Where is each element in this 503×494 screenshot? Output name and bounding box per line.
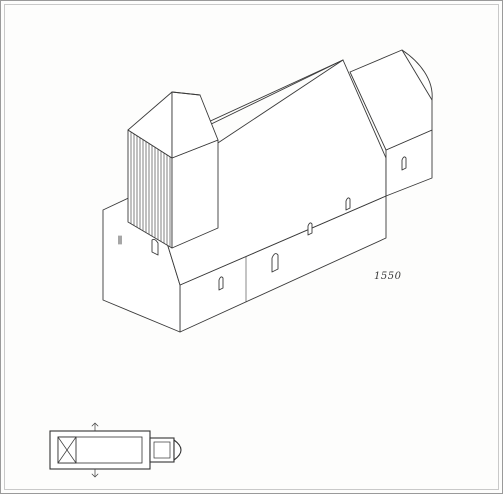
tower-roof-ridge <box>171 91 201 96</box>
west-window <box>118 235 122 245</box>
apse-curve <box>401 49 433 101</box>
chancel-roof <box>349 49 433 151</box>
nave-eaves-line <box>202 59 344 129</box>
nave-door <box>271 253 279 273</box>
date-annotation: 1550 <box>374 271 402 282</box>
nave-window-2 <box>307 222 313 236</box>
nave-window-1 <box>218 276 224 291</box>
west-door <box>151 238 159 256</box>
ground-plan <box>49 422 182 478</box>
chancel-window <box>401 156 407 171</box>
drawing-inner-border <box>4 4 499 490</box>
nave-window-3 <box>345 197 351 211</box>
